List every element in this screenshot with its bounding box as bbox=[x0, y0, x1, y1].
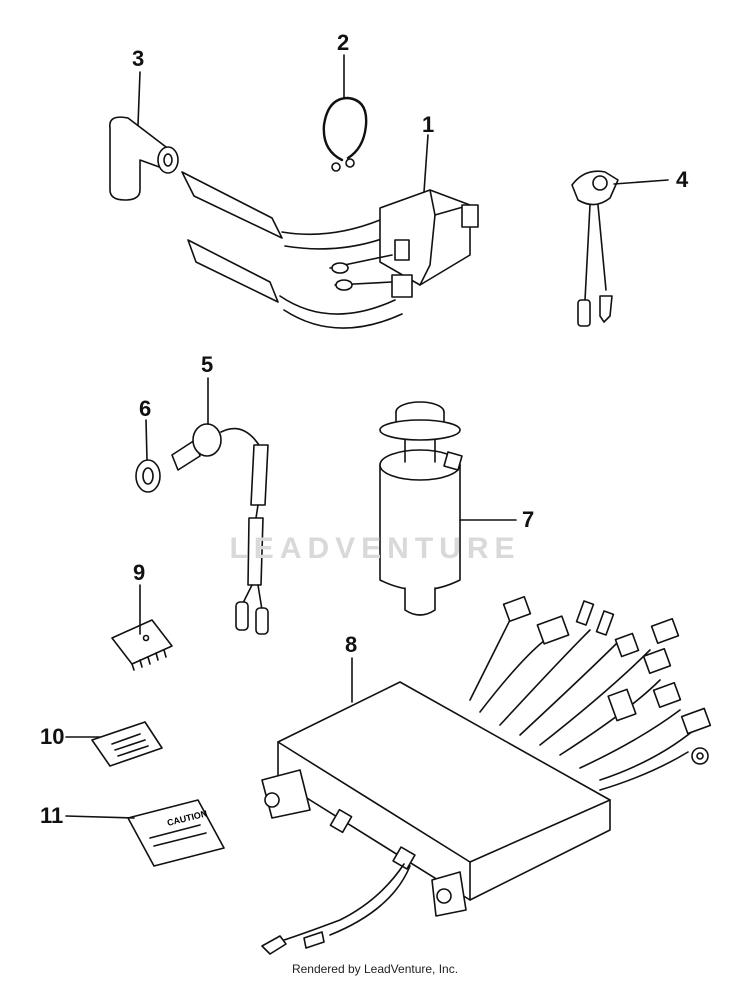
part-5-temp-sensor bbox=[171, 423, 269, 635]
callout-10: 10 bbox=[40, 724, 64, 749]
callout-5: 5 bbox=[201, 352, 213, 377]
callout-9: 9 bbox=[133, 560, 145, 585]
part-1-ignition-coil bbox=[181, 171, 479, 329]
watermark: LEADVENTURE bbox=[229, 532, 521, 565]
part-3-plug-cap bbox=[109, 116, 179, 201]
callout-3: 3 bbox=[132, 46, 144, 71]
part-8-ecu bbox=[261, 595, 712, 955]
callout-7: 7 bbox=[522, 507, 534, 532]
part-10-label bbox=[91, 721, 163, 767]
callout-2: 2 bbox=[337, 30, 349, 55]
callout-1: 1 bbox=[422, 112, 434, 137]
callout-numbers: 1 2 3 4 5 6 7 8 9 10 11 bbox=[40, 30, 689, 828]
part-11-caution-label: CAUTION bbox=[127, 799, 225, 867]
part-6-washer bbox=[135, 459, 161, 493]
leader-lines bbox=[65, 54, 669, 819]
part-2-clamp bbox=[322, 96, 368, 172]
callout-11: 11 bbox=[40, 803, 63, 828]
callout-6: 6 bbox=[139, 396, 151, 421]
part-9-chip bbox=[111, 619, 173, 671]
footer-credit: Rendered by LeadVenture, Inc. bbox=[291, 962, 459, 976]
part-4-sensor bbox=[571, 170, 619, 327]
callout-4: 4 bbox=[676, 167, 689, 192]
part-7-fuel-pump bbox=[379, 401, 463, 616]
callout-8: 8 bbox=[345, 632, 357, 657]
